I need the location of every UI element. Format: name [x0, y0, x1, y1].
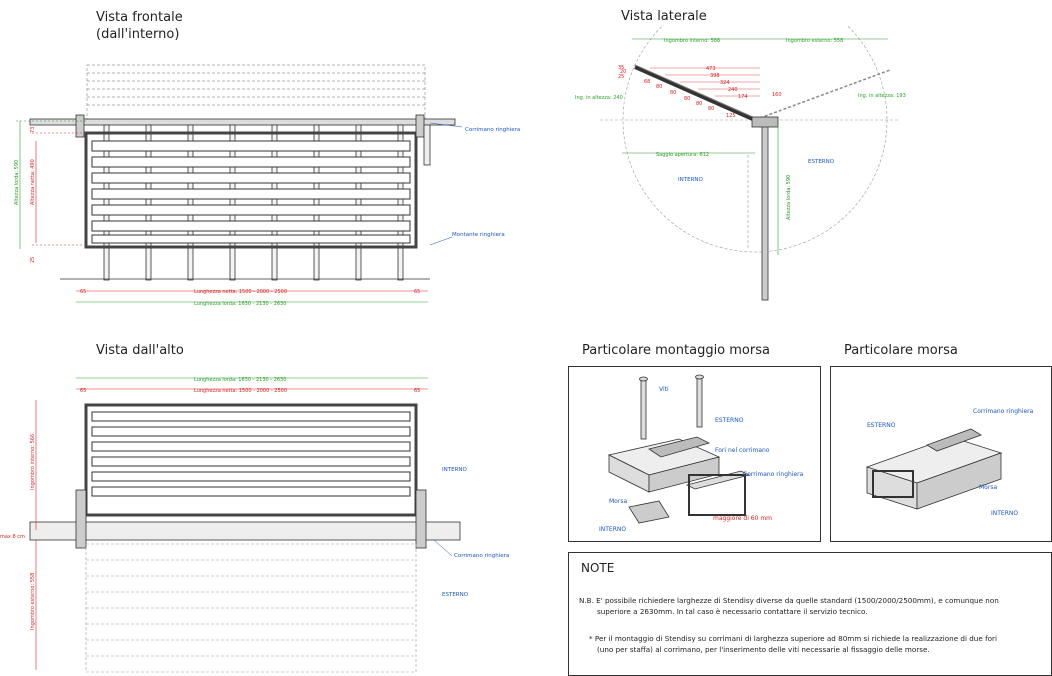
- mount-morsa: Morsa: [609, 498, 627, 505]
- front-altezza-netta: Altezza netta: 490: [30, 159, 36, 205]
- top-lunghezza-netta: Lunghezza netta: 1500 - 2000 - 2500: [194, 388, 287, 394]
- side-esterno: ESTERNO: [808, 159, 835, 165]
- top-dim-65-right: 65: [414, 388, 420, 394]
- mount-viti: Viti: [659, 386, 669, 393]
- top-interno: INTERNO: [442, 467, 468, 473]
- side-dim-4: 174: [738, 94, 748, 100]
- side-dim-5: 160: [772, 92, 782, 98]
- top-lunghezza-lorda: Lunghezza lorda: 1630 - 2130 - 2630: [194, 377, 286, 383]
- front-clamps: [75, 114, 431, 166]
- side-rack-arm: [634, 65, 756, 122]
- side-view-title: Vista laterale: [621, 9, 707, 24]
- side-dim-13: 80: [696, 101, 702, 107]
- side-clamp: [751, 116, 779, 128]
- front-altezza-lorda: Altezza lorda: 590: [14, 160, 20, 205]
- front-dim-73: 73: [30, 127, 36, 133]
- mount-detail-box: Viti ESTERNO Fori nel corrimano Corriman…: [568, 366, 821, 542]
- clamp-detail-box: ESTERNO Corrimano ringhiera Morsa INTERN…: [830, 366, 1052, 542]
- top-handrail: [29, 521, 461, 541]
- side-post: [761, 124, 769, 301]
- top-ingombro-interno: Ingombro interno: 566: [30, 434, 36, 490]
- front-handrail: [29, 118, 456, 126]
- top-frame-rods: [91, 411, 411, 497]
- clamp-plate: [926, 428, 982, 452]
- side-dim-3: 240: [728, 87, 738, 93]
- side-dim-11: 80: [670, 90, 676, 96]
- mount-interno: INTERNO: [599, 526, 626, 533]
- mount-fori: Fori nel corrimano: [715, 447, 770, 454]
- side-dim-7: 35: [618, 65, 624, 71]
- side-dim-1: 398: [710, 73, 720, 79]
- side-dim-14: 80: [708, 106, 714, 112]
- front-view-drawing: Altezza lorda: 590 Altezza netta: 490 73…: [14, 64, 520, 307]
- top-frame: [84, 403, 418, 517]
- side-ing-altezza-left: Ing. in altezza: 240: [575, 95, 623, 101]
- mount-clamp-plate: [648, 436, 711, 458]
- clamp-detail-title: Particolare morsa: [844, 343, 958, 358]
- top-ingombro-esterno: Ingombro esterno: 558: [30, 573, 36, 630]
- side-dim-0: 473: [706, 66, 716, 72]
- front-frame-rods: [91, 140, 411, 244]
- front-dim-65-right: 65: [414, 289, 420, 295]
- clamp-corrimano: Corrimano ringhiera: [973, 408, 1034, 415]
- side-altezza-lorda: Altezza lorda: 590: [786, 175, 792, 220]
- front-montante-label: Montante ringhiera: [452, 232, 505, 238]
- side-saggio-apertura: Saggio apertura: 612: [656, 152, 709, 158]
- note-title: NOTE: [581, 561, 615, 575]
- note-box: NOTE N.B. E' possibile richiedere larghe…: [568, 552, 1052, 676]
- side-dim-15: 125: [726, 113, 736, 119]
- side-dim-6: 20: [620, 69, 626, 75]
- note-paragraph-2: * Per il montaggio di Stendisy su corrim…: [589, 634, 997, 654]
- mount-detail-title: Particolare montaggio morsa: [582, 343, 770, 358]
- mount-bolts: [639, 374, 704, 440]
- side-dim-9: 68: [644, 79, 650, 85]
- front-balusters: [103, 124, 404, 281]
- front-lunghezza-lorda: Lunghezza lorda: 1630 - 2130 - 2630: [194, 301, 286, 307]
- top-view-drawing: Lunghezza lorda: 1630 - 2130 - 2630 Lung…: [0, 377, 509, 673]
- front-lunghezza-netta: Lunghezza netta: 1500 - 2000 - 2500: [194, 289, 287, 295]
- clamp-esterno: ESTERNO: [867, 422, 896, 429]
- clamp-detail-drawing: ESTERNO Corrimano ringhiera Morsa INTERN…: [865, 408, 1034, 517]
- mount-esterno: ESTERNO: [715, 417, 744, 424]
- front-dim-65-left: 65: [80, 289, 86, 295]
- side-dim-8: 25: [618, 74, 624, 80]
- clamp-morsa: Morsa: [979, 484, 997, 491]
- side-rack-arm-ghost: [759, 69, 891, 119]
- front-ghost-rack: [86, 64, 426, 126]
- clamp-interno: INTERNO: [991, 510, 1018, 517]
- side-ing-altezza-right: Ing. in altezza: 193: [858, 93, 906, 99]
- front-frame: [84, 131, 418, 249]
- side-interno: INTERNO: [678, 177, 704, 183]
- side-dim-10: 80: [656, 84, 662, 90]
- side-view-drawing: Ingombro interno: 566 Ingombro esterno: …: [575, 25, 906, 301]
- top-view-title: Vista dall'alto: [96, 343, 184, 358]
- top-max-cm: max 8 cm: [0, 534, 25, 540]
- side-swing-arc: [622, 25, 888, 253]
- front-view-title: Vista frontale (dall'interno): [96, 10, 183, 42]
- front-dim-25: 25: [30, 257, 36, 263]
- side-ingombro-esterno: Ingombro esterno: 558: [786, 38, 843, 44]
- side-dim-2: 324: [720, 80, 730, 86]
- top-dim-65-left: 65: [80, 388, 86, 394]
- side-ingombro-interno: Ingombro interno: 566: [664, 38, 720, 44]
- mount-detail-drawing: Viti ESTERNO Fori nel corrimano Corriman…: [599, 374, 804, 533]
- front-corrimano-label: Corrimano ringhiera: [465, 127, 520, 133]
- side-dim-12: 80: [684, 96, 690, 102]
- top-ghost-rack: [85, 543, 417, 673]
- mount-corrimano: Corrimano ringhiera: [743, 471, 804, 478]
- note-paragraph-1: N.B. E' possibile richiedere larghezze d…: [579, 596, 999, 616]
- mount-maggiore: maggiore di 60 mm: [713, 515, 772, 522]
- top-corrimano: Corrimano ringhiera: [454, 553, 509, 559]
- top-esterno: ESTERNO: [442, 592, 469, 598]
